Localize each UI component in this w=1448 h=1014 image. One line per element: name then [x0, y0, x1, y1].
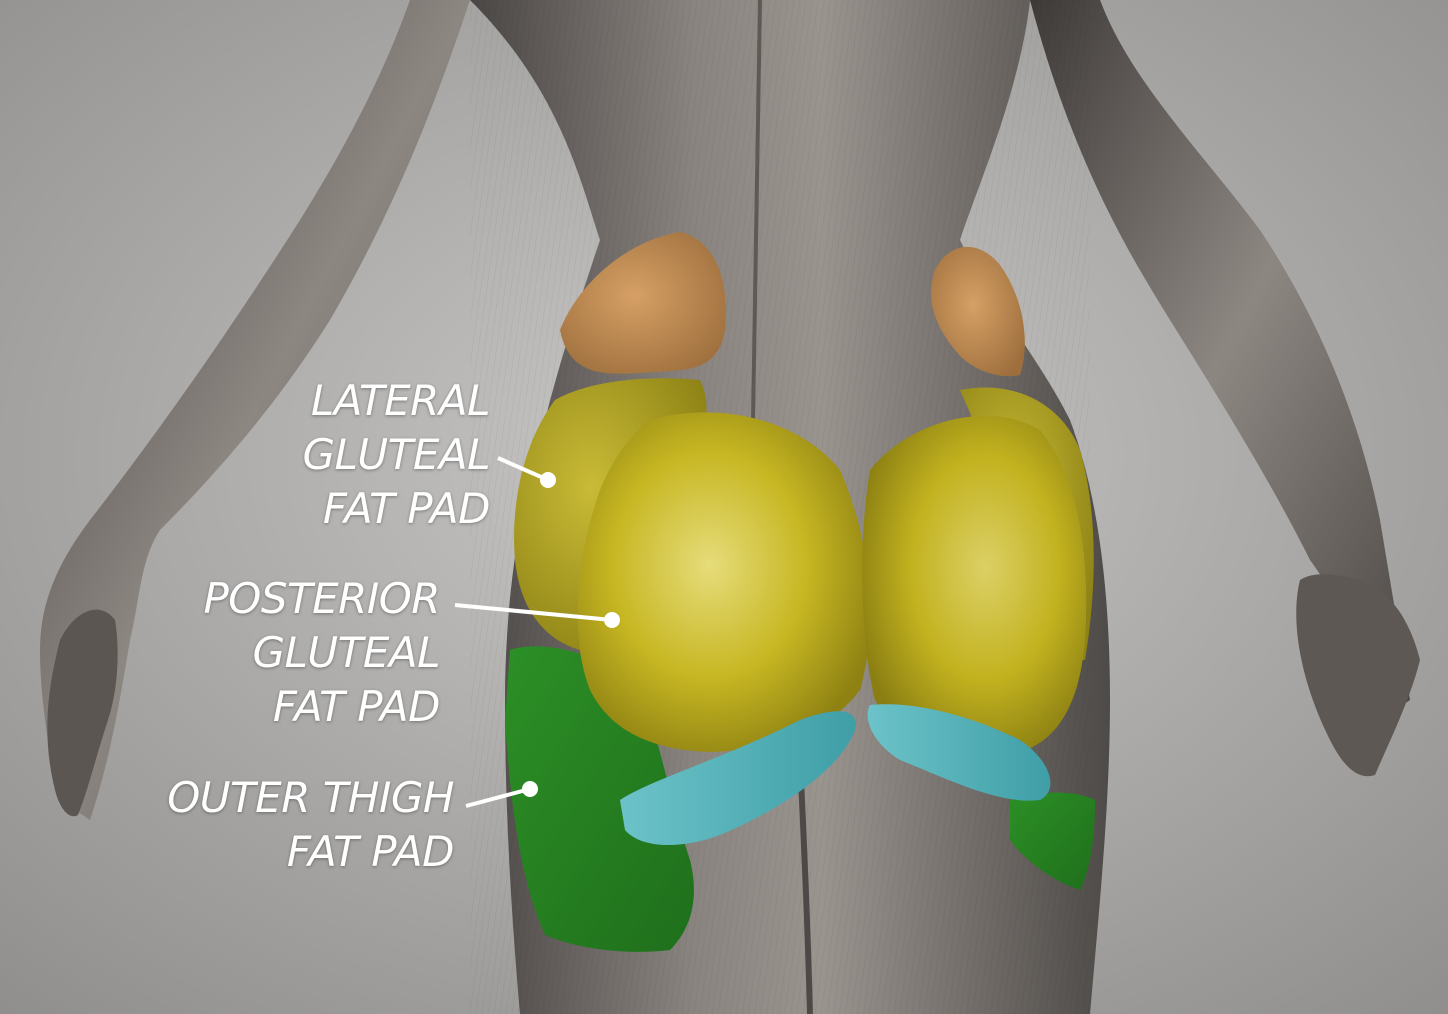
- leg-separation: [797, 759, 813, 1014]
- inner-thigh-pad-left: [620, 711, 856, 846]
- posterior-leader-dot: [604, 612, 620, 628]
- lateral-leader-dot: [540, 472, 556, 488]
- right-flank-pad: [931, 246, 1025, 377]
- left-arm: [40, 0, 470, 820]
- left-flank-pad: [560, 232, 726, 374]
- label-line: GLUTEAL: [252, 628, 440, 677]
- label-lateral-gluteal-fat-pad: LATERAL GLUTEAL FAT PAD: [302, 374, 490, 536]
- label-line: FAT PAD: [286, 827, 455, 876]
- right-arm: [1030, 0, 1410, 720]
- outer-thigh-pad-right: [1010, 792, 1095, 890]
- leader-lines: [454, 456, 620, 808]
- left-hand: [47, 609, 118, 817]
- label-line: FAT PAD: [322, 484, 491, 533]
- label-line: FAT PAD: [272, 682, 441, 731]
- posterior-gluteal-pad-left: [577, 412, 871, 752]
- outer-thigh-leader-line: [465, 787, 531, 808]
- label-outer-thigh-fat-pad: OUTER THIGH FAT PAD: [167, 771, 454, 879]
- label-posterior-gluteal-fat-pad: POSTERIOR GLUTEAL FAT PAD: [203, 572, 440, 734]
- label-line: OUTER THIGH: [167, 773, 454, 822]
- label-line: GLUTEAL: [302, 430, 490, 479]
- posterior-gluteal-pad-right: [862, 415, 1087, 754]
- outer-thigh-leader-dot: [522, 781, 538, 797]
- inner-thigh-pad-right: [867, 704, 1051, 801]
- label-line: POSTERIOR: [203, 574, 440, 623]
- right-hand: [1296, 574, 1420, 777]
- spine-groove: [750, 0, 762, 481]
- label-line: LATERAL: [310, 376, 491, 425]
- lateral-leader-line: [497, 456, 549, 482]
- posterior-leader-line: [454, 603, 613, 622]
